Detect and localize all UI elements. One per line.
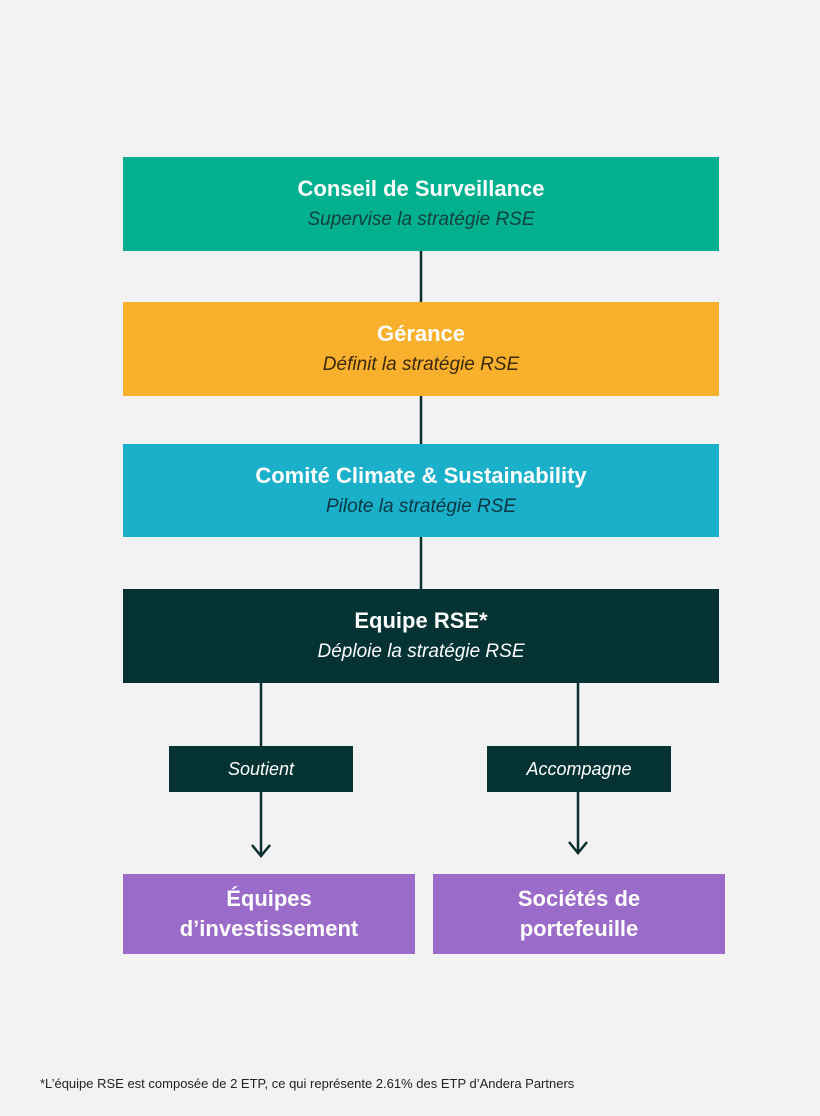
node-comite-climate-sustainability: Comité Climate & Sustainability Pilote l… — [123, 444, 719, 537]
edge-label-accompagne: Accompagne — [487, 746, 671, 792]
edge-label-soutient: Soutient — [169, 746, 353, 792]
node-title: Gérance — [376, 321, 466, 346]
node-equipes-investissement: Équipes d’investissement — [123, 874, 415, 954]
node-subtitle: Supervise la stratégie RSE — [307, 209, 535, 230]
footnote: *L’équipe RSE est composée de 2 ETP, ce … — [40, 1076, 575, 1091]
node-subtitle: Pilote la stratégie RSE — [325, 495, 517, 517]
node-subtitle: Définit la stratégie RSE — [322, 354, 520, 375]
node-title: Sociétés de portefeuille — [517, 886, 641, 941]
node-title: Conseil de Surveillance — [297, 176, 545, 201]
arrowhead-soutient-icon — [251, 844, 271, 858]
node-subtitle: Déploie la stratégie RSE — [317, 641, 525, 662]
edge-label-text: Soutient — [227, 758, 295, 779]
node-title: Équipes d’investissement — [179, 886, 359, 941]
node-conseil-de-surveillance: Conseil de Surveillance Supervise la str… — [123, 157, 719, 251]
arrowhead-accompagne-icon — [568, 841, 588, 855]
node-equipe-rse: Equipe RSE* Déploie la stratégie RSE — [123, 589, 719, 683]
edge-label-text: Accompagne — [526, 758, 632, 779]
page-header-band — [0, 0, 820, 100]
node-societes-portefeuille: Sociétés de portefeuille — [433, 874, 725, 954]
node-gerance: Gérance Définit la stratégie RSE — [123, 302, 719, 396]
node-title: Equipe RSE* — [354, 608, 488, 633]
node-title: Comité Climate & Sustainability — [255, 462, 587, 488]
